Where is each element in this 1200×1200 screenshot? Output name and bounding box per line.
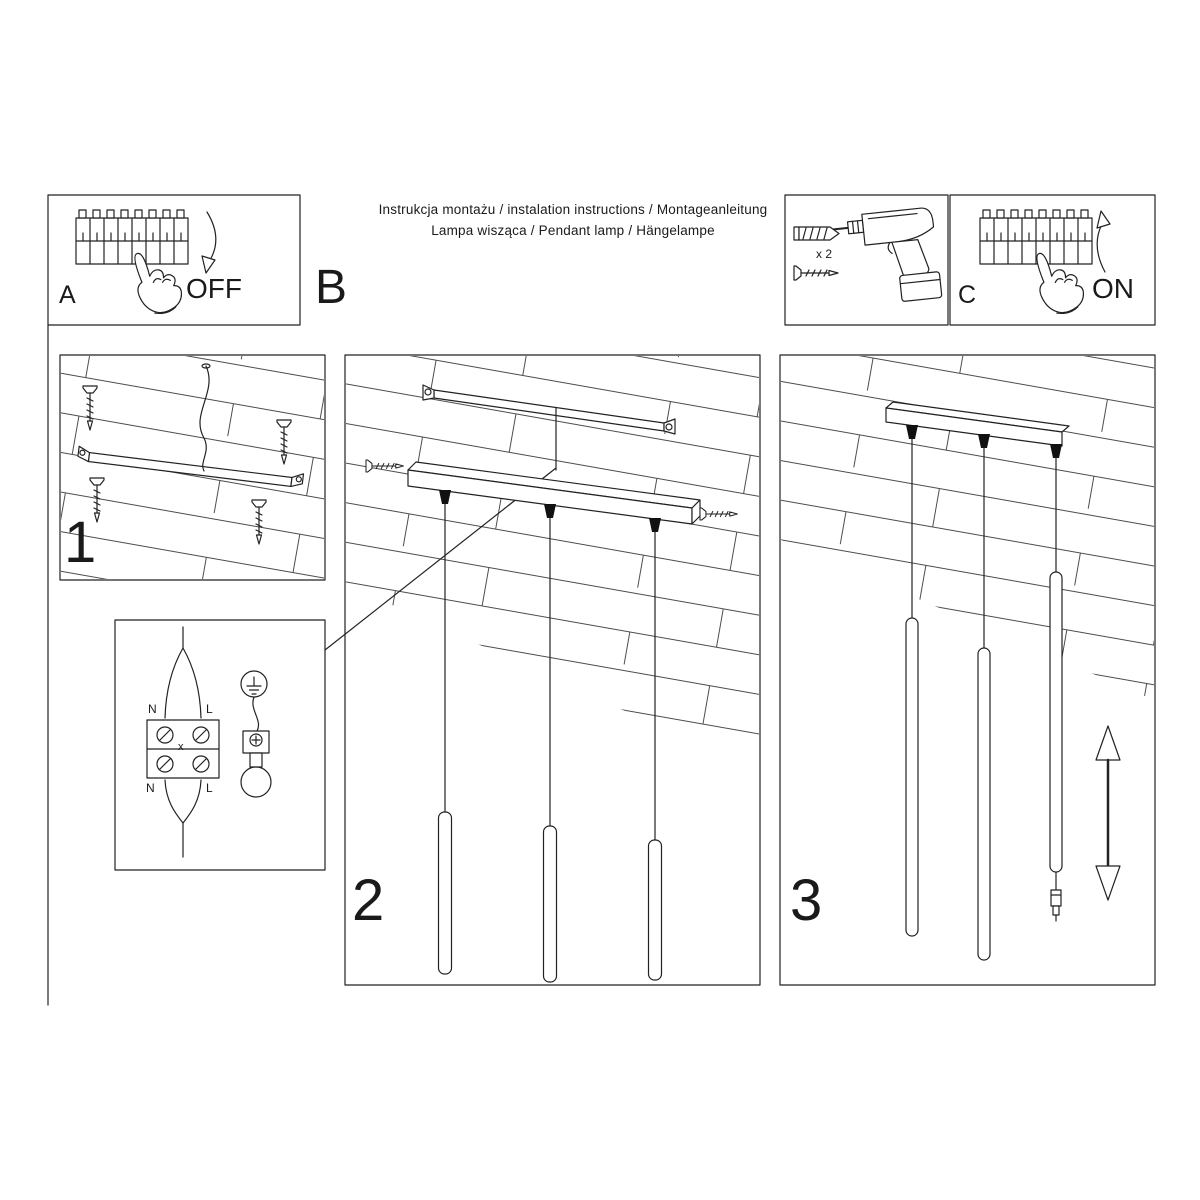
sheet-borders [47, 194, 1156, 1006]
ground-wire [252, 696, 259, 732]
drill-icon [823, 207, 943, 302]
wire-right-bottom [182, 779, 202, 824]
terminal-label-l-top: L [206, 702, 213, 716]
pendant-tube [905, 617, 919, 937]
step-3-illustration [885, 401, 1121, 961]
cable-grip-cone [439, 490, 451, 504]
pendant-tube [437, 811, 453, 975]
cable-grip-cone [649, 518, 661, 532]
canopy [885, 401, 1070, 447]
terminal-label-l-bottom: L [206, 781, 213, 795]
step-1-illustration [77, 363, 305, 545]
terminal-label-n-top: N [148, 702, 157, 716]
power-cable [199, 365, 210, 472]
on-label: ON [1092, 273, 1134, 304]
step-3-number: 3 [790, 868, 823, 933]
screw-icon [793, 265, 839, 281]
pendant-tube [977, 647, 991, 961]
canopy [407, 461, 701, 525]
tools-illustration [793, 207, 943, 302]
ground-symbol-icon [240, 670, 268, 698]
wiring-detail-illustration [146, 467, 557, 858]
terminal-label-n-bottom: N [146, 781, 155, 795]
cable-grip-cone [1050, 444, 1062, 458]
cable-connector [1050, 871, 1062, 922]
curved-arrow-down-icon [201, 211, 217, 274]
step-c-label: C [958, 281, 977, 309]
wire-left-bottom [164, 779, 184, 824]
earth-clamp-icon [240, 730, 272, 798]
panel-2-frame [344, 354, 761, 986]
curved-arrow-up-icon [1096, 210, 1111, 273]
cable-grip-cone [906, 425, 918, 439]
step-2-number: 2 [352, 868, 385, 933]
terminal-block [146, 719, 220, 779]
step-b-label: B [315, 261, 348, 314]
pendant-tube [647, 839, 663, 981]
wire-left [164, 647, 184, 719]
height-adjust-arrow-icon [1095, 725, 1121, 901]
panel-1-frame [59, 354, 326, 581]
step-a-box [47, 194, 301, 326]
step-c-box [949, 194, 1156, 326]
wall-plug-icon [793, 226, 840, 241]
cable-grip-cone [544, 504, 556, 518]
pendant-tube [542, 825, 558, 983]
panel-3-frame [779, 354, 1156, 986]
step-2-illustration [365, 384, 738, 983]
step-c-illustration [979, 209, 1111, 319]
terminal-cross-mark: x [178, 741, 184, 753]
breaker-panel-icon [75, 209, 189, 265]
pendant-tube [1049, 571, 1063, 873]
step-a-illustration [75, 209, 217, 319]
mounting-bar [77, 445, 305, 488]
sheet-title-line1: Instrukcja montażu / instalation instruc… [378, 202, 768, 217]
breaker-panel-icon [979, 209, 1093, 265]
step-a-label: A [59, 281, 76, 309]
tools-box [784, 194, 949, 326]
step-1-number: 1 [64, 510, 97, 575]
wiring-detail-frame [114, 619, 326, 871]
mounting-bracket [422, 384, 676, 435]
cable-grip-cone [978, 434, 990, 448]
wire-right [182, 647, 202, 719]
off-label: OFF [186, 273, 242, 304]
sheet-title-line2: Lampa wisząca / Pendant lamp / Hängelamp… [431, 223, 715, 238]
anchor-quantity-label: x 2 [816, 247, 833, 261]
